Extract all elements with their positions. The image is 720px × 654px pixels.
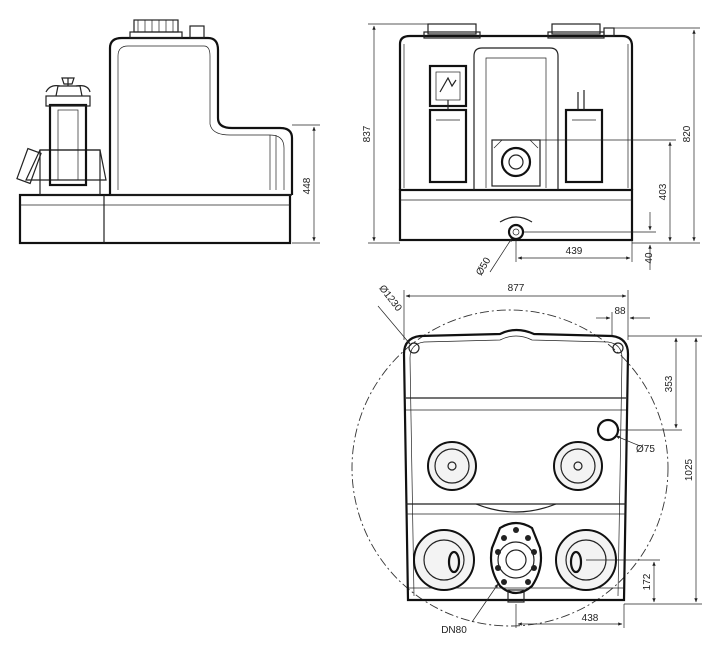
top-clearance-circle — [351, 309, 669, 627]
dim-top-spacing: 438 — [582, 613, 599, 624]
dim-front-outlet-spacing: 439 — [566, 246, 583, 257]
front-cap-right — [551, 23, 601, 35]
front-pump-left — [428, 108, 468, 184]
dim-front-offset-small: 40 — [644, 252, 655, 264]
front-valve — [491, 139, 541, 187]
dim-side-height: 448 — [302, 177, 313, 194]
dim-front-inlet-diameter: Ø50 — [474, 255, 493, 277]
side-pump — [16, 77, 107, 196]
top-pump-left — [413, 529, 475, 591]
front-inlet — [507, 223, 525, 241]
dim-top-offset: 88 — [614, 306, 626, 317]
top-view: 877 88 Ø1230 353 1025 172 Ø75 438 DN80 — [351, 283, 702, 636]
front-cap-left — [427, 23, 477, 35]
top-vent — [596, 418, 620, 442]
front-pump-right — [564, 108, 604, 184]
dim-top-depth-total: 1025 — [684, 458, 695, 481]
top-valve — [489, 521, 543, 603]
dim-front-right-height: 820 — [682, 125, 693, 142]
dim-front-outlet-height: 403 — [658, 183, 669, 200]
dim-top-outlet-label: DN80 — [441, 625, 467, 636]
side-view: 448 — [16, 19, 320, 245]
side-cap — [133, 19, 179, 33]
dim-top-vent-diameter: Ø75 — [636, 444, 655, 455]
dim-top-width: 877 — [508, 283, 525, 294]
dim-front-total-height: 837 — [362, 125, 373, 142]
dim-top-depth-a: 353 — [664, 375, 675, 392]
front-view: 837 820 403 40 439 Ø50 — [362, 23, 700, 278]
dim-top-depth-b: 172 — [642, 573, 653, 590]
